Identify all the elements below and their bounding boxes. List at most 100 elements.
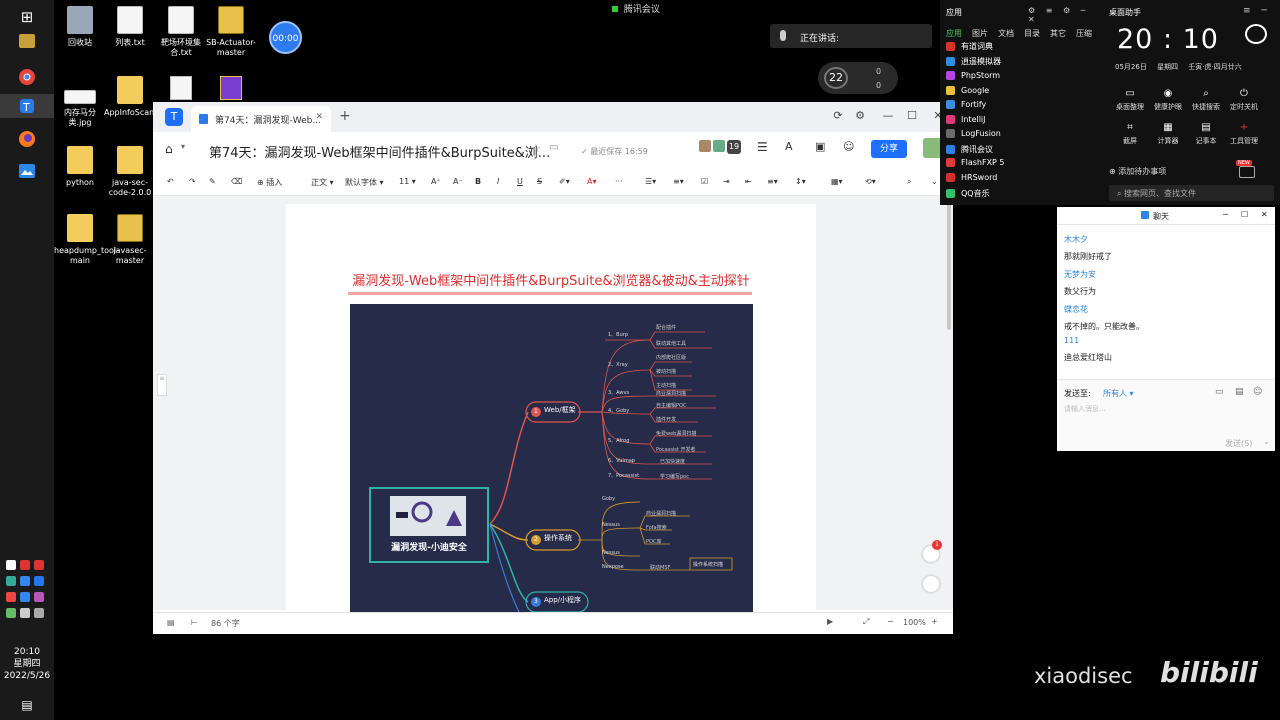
bold-icon[interactable]: B bbox=[475, 177, 482, 186]
convert-icon[interactable]: ⟲▾ bbox=[865, 177, 876, 186]
tab-apps[interactable]: 应用 bbox=[946, 29, 962, 38]
taskbar-app-active-icon[interactable]: T bbox=[0, 94, 54, 118]
fullscreen-icon[interactable]: ⤢ bbox=[863, 617, 870, 626]
highlight-icon[interactable]: ✐▾ bbox=[559, 177, 570, 186]
app-item[interactable]: IntelliJ bbox=[946, 115, 986, 124]
tab-close-icon[interactable]: ✕ bbox=[315, 112, 323, 122]
send-button[interactable]: 发送(S) bbox=[1225, 439, 1253, 448]
user-avatar[interactable] bbox=[923, 138, 943, 158]
tool-quick-search[interactable]: ⌕快捷搜索 bbox=[1187, 88, 1225, 112]
share-button[interactable]: 分享 bbox=[871, 140, 907, 158]
folder-icon[interactable]: ▭ bbox=[1215, 387, 1224, 397]
chat-message-input[interactable]: 请输入消息... bbox=[1064, 405, 1106, 413]
send-options-icon[interactable]: ⌄ bbox=[1263, 437, 1270, 446]
search-icon[interactable]: ⌕ bbox=[907, 177, 912, 186]
firefox-icon[interactable] bbox=[14, 126, 40, 152]
app-item[interactable]: FlashFXP 5 bbox=[946, 158, 1005, 167]
app-logo-icon[interactable]: T bbox=[165, 108, 183, 126]
font-size-select[interactable]: 11 ▾ bbox=[399, 177, 416, 186]
window-close-icon[interactable]: ✕ bbox=[933, 109, 943, 122]
desktop-icon-java-sec-code[interactable]: java-sec-code-2.0.0 bbox=[104, 146, 156, 198]
more-icon[interactable]: ··· bbox=[615, 177, 623, 186]
app-item[interactable]: 有道词典 bbox=[946, 41, 993, 52]
tray-arrow-icon[interactable] bbox=[6, 560, 16, 570]
desktop-icon-javasec-master[interactable]: javasec-master bbox=[104, 214, 156, 266]
tray-cloud-icon[interactable] bbox=[20, 592, 30, 602]
tray-red-icon-2[interactable] bbox=[34, 560, 44, 570]
font-color-icon[interactable]: A▾ bbox=[587, 177, 597, 186]
outline-toggle-icon[interactable]: ≡ bbox=[157, 374, 167, 396]
chat-close-icon[interactable]: ✕ bbox=[1261, 210, 1268, 219]
tab-docs[interactable]: 文档 bbox=[998, 29, 1014, 38]
app-item[interactable]: PhpStorm bbox=[946, 71, 1000, 80]
paragraph-style-select[interactable]: 正文 ▾ bbox=[311, 178, 334, 187]
tray-network-icon[interactable] bbox=[6, 608, 16, 618]
weather-icon[interactable] bbox=[1245, 24, 1267, 44]
app-launcher-controls[interactable]: ⚙ ≡ ⚙ ─ ✕ bbox=[1028, 6, 1090, 24]
tab-archives[interactable]: 压缩 bbox=[1076, 29, 1092, 38]
new-tab-icon[interactable]: + bbox=[339, 108, 351, 124]
tray-monitor-icon[interactable] bbox=[20, 608, 30, 618]
tab-images[interactable]: 图片 bbox=[972, 29, 988, 38]
italic-icon[interactable]: I bbox=[497, 177, 500, 186]
desktop-icon-memshell-jpg[interactable]: 内存马分类.jpg bbox=[54, 90, 106, 128]
tool-calculator[interactable]: ▦计算器 bbox=[1149, 122, 1187, 146]
collapse-toolbar-icon[interactable]: ⌄ bbox=[931, 177, 938, 186]
message-sender[interactable]: 111 bbox=[1064, 336, 1080, 345]
zoom-in-icon[interactable]: + bbox=[931, 617, 938, 626]
tray-sword-icon[interactable] bbox=[6, 592, 16, 602]
word-count[interactable]: 86 个字 bbox=[211, 619, 240, 628]
save-icon[interactable]: ▤ bbox=[1235, 387, 1244, 397]
maximize-icon[interactable]: ☐ bbox=[907, 109, 917, 122]
desktop-icon-range-txt[interactable]: 靶场环境集合.txt bbox=[155, 6, 207, 58]
document-title[interactable]: 第74天：漏洞发现-Web框架中间件插件&BurpSuite&浏... bbox=[209, 146, 551, 161]
move-folder-icon[interactable]: ▭ bbox=[549, 142, 559, 153]
document-page[interactable]: 漏洞发现-Web框架中间件插件&BurpSuite&浏览器&被动&主动探针 bbox=[286, 204, 816, 614]
tray-app-icon[interactable] bbox=[34, 576, 44, 586]
text-file-icon[interactable] bbox=[170, 76, 192, 100]
strikethrough-icon[interactable]: S bbox=[537, 177, 543, 186]
outline-icon[interactable]: ▤ bbox=[167, 618, 175, 627]
line-spacing-icon[interactable]: ↕▾ bbox=[795, 177, 806, 186]
zoom-level[interactable]: 100% bbox=[903, 618, 926, 627]
table-icon[interactable]: ▦▾ bbox=[831, 177, 843, 186]
font-grow-icon[interactable]: A⁺ bbox=[431, 177, 441, 186]
app-item[interactable]: 腾讯会议 bbox=[946, 144, 993, 155]
indent-icon[interactable]: ⇥ bbox=[723, 177, 730, 186]
tray-red-icon[interactable] bbox=[20, 560, 30, 570]
speed-widget[interactable]: 22 0 0 bbox=[818, 62, 898, 94]
home-icon[interactable]: ⌂ bbox=[165, 142, 173, 156]
collaborator-avatars[interactable]: 19 bbox=[699, 140, 741, 154]
refresh-icon[interactable]: ⟳ bbox=[833, 109, 843, 122]
tool-desktop-organize[interactable]: ▭桌面整理 bbox=[1111, 88, 1149, 112]
tool-timed-shutdown[interactable]: ⏻定时关机 bbox=[1225, 88, 1263, 112]
undo-icon[interactable]: ↶ bbox=[167, 177, 174, 186]
comment-float-icon[interactable] bbox=[923, 546, 939, 562]
file-explorer-icon[interactable] bbox=[19, 34, 35, 48]
assistant-controls[interactable]: ≡ ─ bbox=[1243, 6, 1271, 16]
windows-start-icon[interactable]: ⊞ bbox=[20, 8, 34, 26]
tool-notepad[interactable]: ▤记事本 bbox=[1187, 122, 1225, 146]
notification-icon[interactable]: ▤ bbox=[21, 698, 33, 712]
desktop-icon-recycle-bin[interactable]: 回收站 bbox=[54, 6, 106, 48]
app-item[interactable]: LogFusion bbox=[946, 129, 1001, 138]
tray-purple-icon[interactable] bbox=[34, 592, 44, 602]
redo-icon[interactable]: ↷ bbox=[189, 177, 196, 186]
add-collaborator-icon[interactable]: ☺ bbox=[843, 140, 855, 153]
tab-folders[interactable]: 目录 bbox=[1024, 29, 1040, 38]
app-item[interactable]: 逍遥模拟器 bbox=[946, 56, 1001, 67]
settings-icon[interactable]: ⚙ bbox=[855, 109, 865, 122]
message-sender[interactable]: 无梦为安 bbox=[1064, 270, 1096, 279]
home-dropdown-icon[interactable]: ▾ bbox=[181, 142, 186, 151]
chrome-icon[interactable] bbox=[14, 64, 40, 90]
message-sender[interactable]: 木木夕 bbox=[1064, 235, 1088, 244]
menu-icon[interactable]: ☰ bbox=[757, 140, 768, 154]
desktop-icon-list-txt[interactable]: 列表.txt bbox=[104, 6, 156, 48]
add-todo[interactable]: ⊕ 添加待办事项 bbox=[1109, 167, 1167, 176]
text-style-icon[interactable]: A bbox=[785, 140, 793, 153]
numbered-list-icon[interactable]: ≡▾ bbox=[673, 177, 684, 186]
desktop-icon-appinfoscanner[interactable]: AppInfoScanner bbox=[104, 76, 168, 118]
timer-widget[interactable]: 00:00 bbox=[269, 21, 302, 54]
scrollbar[interactable] bbox=[947, 200, 951, 330]
star-icon[interactable]: ☆ bbox=[531, 142, 541, 155]
